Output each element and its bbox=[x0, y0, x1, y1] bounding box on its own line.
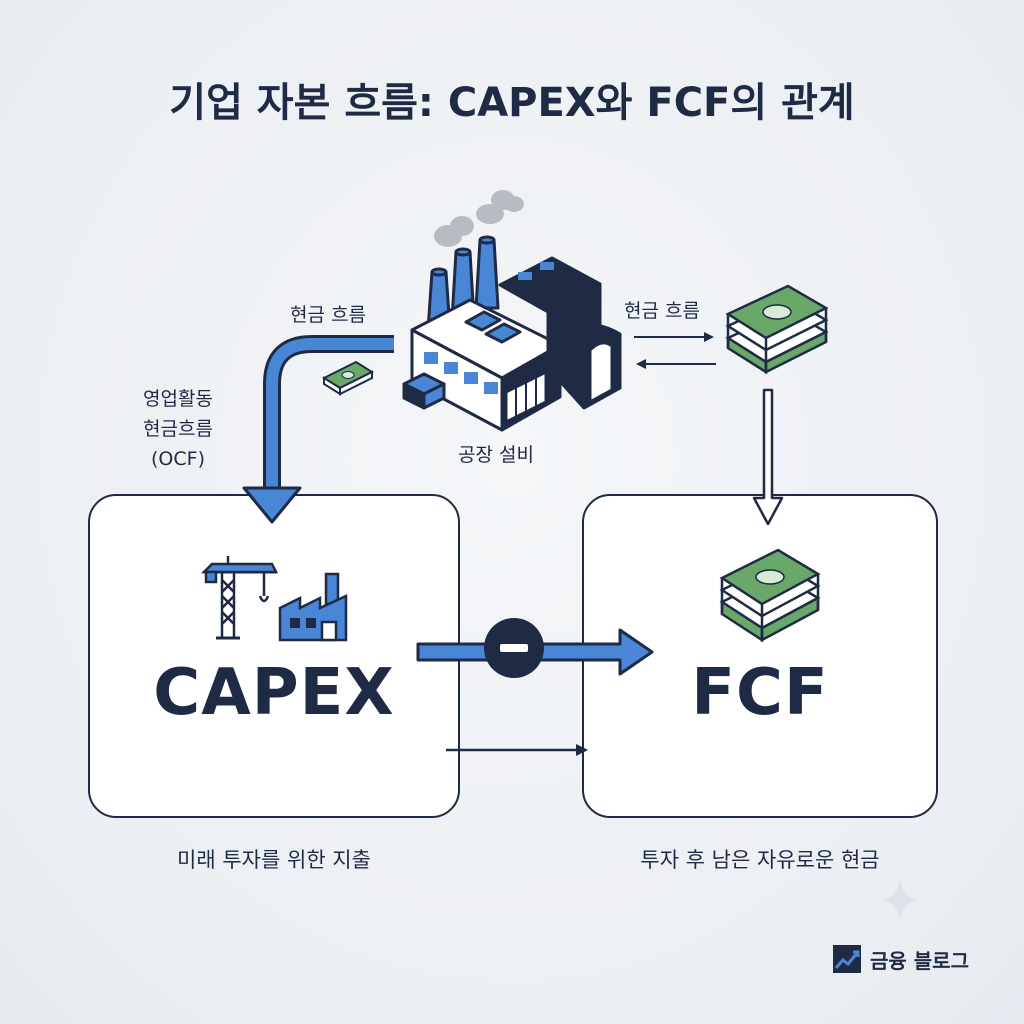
fcf-label: FCF bbox=[691, 656, 829, 730]
factory-label: 공장 설비 bbox=[458, 444, 534, 466]
crane-icon bbox=[200, 556, 279, 640]
fcf-caption: 투자 후 남은 자유로운 현금 bbox=[640, 848, 880, 872]
capex-caption: 미래 투자를 위한 지출 bbox=[177, 848, 371, 872]
sparkle-icon bbox=[882, 880, 918, 920]
small-factory-icon bbox=[278, 572, 348, 642]
capex-box: CAPEX bbox=[88, 494, 460, 818]
factory-icon bbox=[402, 235, 622, 432]
money-stack-icon bbox=[321, 360, 375, 396]
fcf-box: FCF bbox=[582, 494, 938, 818]
ocf-flow-arrow bbox=[242, 335, 394, 524]
brand-logo: 금융 블로그 bbox=[832, 944, 969, 974]
cash-flow-arrows bbox=[634, 332, 716, 369]
money-stack-icon bbox=[725, 284, 829, 375]
cash-flow-label-left: 현금 흐름 bbox=[290, 304, 366, 326]
page-title: 기업 자본 흐름: CAPEX와 FCF의 관계 bbox=[169, 80, 855, 126]
money-to-fcf-arrow bbox=[752, 388, 784, 526]
capex-label: CAPEX bbox=[153, 656, 395, 730]
chart-trend-icon bbox=[833, 945, 861, 973]
ocf-label-line2: 현금흐름 bbox=[143, 418, 213, 440]
ocf-label-line1: 영업활동 bbox=[143, 388, 213, 410]
smoke-icon bbox=[434, 190, 524, 247]
ocf-label: 영업활동 현금흐름 (OCF) bbox=[108, 384, 248, 474]
cash-flow-label-right: 현금 흐름 bbox=[624, 300, 700, 322]
brand-name: 금융 블로그 bbox=[870, 948, 969, 973]
money-stack-icon bbox=[719, 548, 821, 643]
ocf-label-line3: (OCF) bbox=[151, 448, 205, 470]
capex-to-fcf-arrow bbox=[416, 618, 654, 678]
